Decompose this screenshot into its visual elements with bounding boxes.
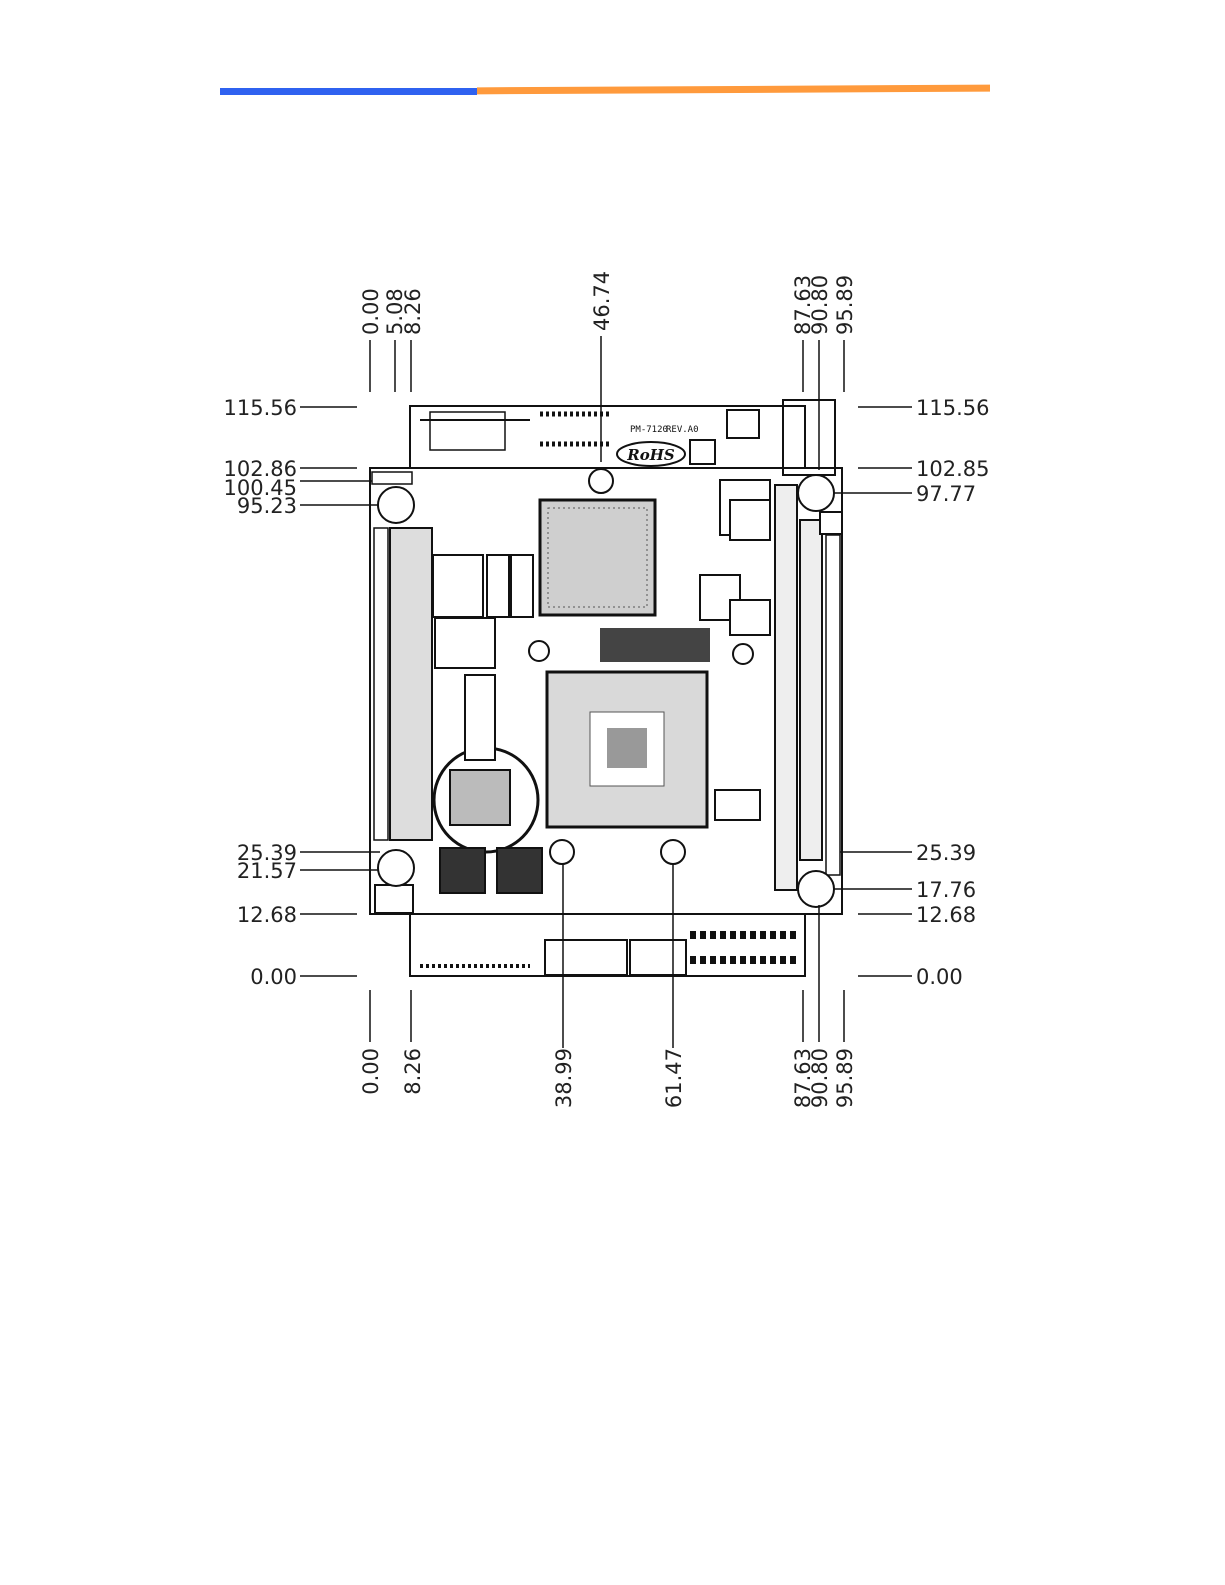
board-components [372,410,842,975]
mount-hole [733,644,753,664]
dim-top: 90.80 [808,275,832,335]
board-model-label: PM-7120 [630,425,668,435]
dim-left: 115.56 [224,396,297,420]
dim-top: 46.74 [590,271,614,331]
dim-right: 25.39 [916,841,976,865]
dim-right: 12.68 [916,903,976,927]
mount-hole [798,475,834,511]
power-connector [783,400,835,475]
left-pin-header [390,528,432,840]
dim-left: 12.68 [237,903,297,927]
mount-hole [661,840,685,864]
dim-bottom: 38.99 [552,1048,576,1108]
dim-left: 95.23 [237,494,297,518]
dim-top: 0.00 [359,288,383,335]
dim-left: 21.57 [237,859,297,883]
bga-chip-upper [540,500,655,615]
dim-right: 17.76 [916,878,976,902]
right-edge-strip [826,535,840,875]
dim-right: 0.00 [916,965,963,989]
dim-bottom: 61.47 [662,1048,686,1108]
dim-bottom: 90.80 [808,1048,832,1108]
mount-hole [529,641,549,661]
mount-hole [550,840,574,864]
dim-right: 97.77 [916,482,976,506]
rohs-logo: RoHS [626,446,675,464]
mount-hole [798,871,834,907]
dim-top: 8.26 [401,288,425,335]
dim-top: 95.89 [833,275,857,335]
mount-hole [378,850,414,886]
dim-bottom: 0.00 [359,1048,383,1095]
dim-right: 115.56 [916,396,989,420]
mount-hole [378,487,414,523]
mount-hole [589,469,613,493]
dim-left: 0.00 [250,965,297,989]
right-pin-header-2 [800,520,822,860]
dim-right: 102.85 [916,457,989,481]
dim-bottom: 8.26 [401,1048,425,1095]
right-pin-header [775,485,797,890]
board-revision-label: REV.A0 [666,425,699,435]
left-edge-strip [374,528,388,840]
dim-bottom: 95.89 [833,1048,857,1108]
